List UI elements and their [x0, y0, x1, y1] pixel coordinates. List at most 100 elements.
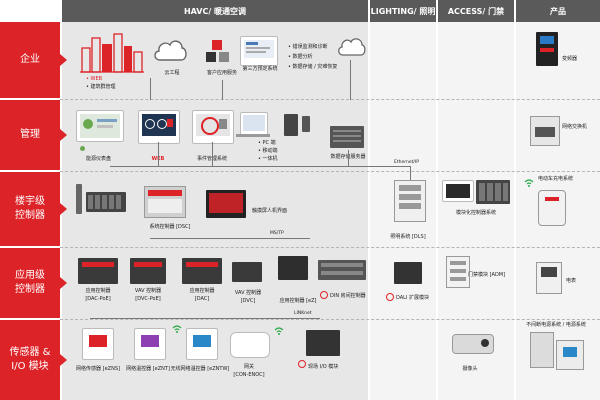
- bullet-diagnosis: • 错误监测和诊断: [288, 44, 328, 50]
- connector: [212, 142, 213, 166]
- bullet-storage: • 数据存储 / 灾难恢复: [288, 64, 338, 70]
- dali-label: DALI 扩展模块: [396, 295, 430, 301]
- row-label-enterprise: 企业: [0, 22, 60, 98]
- magnify-icon: [320, 291, 328, 299]
- connector: [150, 78, 151, 100]
- ezns-sensor: [82, 328, 114, 360]
- ups-label: 不间断电源系统 / 电源系统: [526, 322, 586, 328]
- web-monitor: [138, 110, 180, 144]
- ups-unit: [530, 332, 554, 368]
- hmi-label: 触摸屏人机界面: [252, 208, 288, 214]
- adm-label: 门禁模块 [ADM]: [468, 272, 506, 278]
- connector: [158, 142, 159, 166]
- dsc-module: [76, 184, 82, 214]
- dac-top-label: 应用控制器: [189, 288, 215, 294]
- phone: [302, 116, 310, 132]
- dvc-poe-controller: [130, 258, 166, 284]
- din-label: DIN 房间控制器: [330, 293, 366, 299]
- client-app-label: 客户应用服务: [206, 70, 238, 76]
- pc-label: • PC 端: [258, 140, 276, 146]
- dac-poe-controller: [78, 258, 118, 284]
- dls-label: 照明系统 [DLS]: [390, 234, 426, 240]
- connector: [348, 150, 349, 166]
- dsc-controller: [144, 186, 186, 218]
- cloud-engineering-label: 云工程: [164, 70, 180, 76]
- cloud-icon: [338, 38, 366, 56]
- row-arrow: [60, 203, 67, 215]
- dvc-top-label: VAV 控制器: [234, 290, 262, 296]
- header-havc: HAVC/ 暖通空调: [62, 0, 368, 22]
- gateway-label: [CON-ENOC]: [233, 372, 265, 378]
- ev-charger: [538, 190, 566, 226]
- dac-poe-top-label: 应用控制器: [85, 288, 111, 294]
- magnify-icon: [386, 293, 394, 301]
- laptop: [240, 112, 268, 136]
- energy-dashboard-monitor: [76, 110, 124, 142]
- row-label-management: 管理: [0, 100, 60, 170]
- header-products: 产品: [516, 0, 600, 22]
- ethernet-label: Ethernet/IP: [394, 160, 419, 165]
- leaf-icon: [80, 146, 85, 151]
- dali-module: [394, 262, 422, 284]
- switch-label: 网络交换机: [562, 124, 588, 130]
- eznt-thermostat: [134, 328, 166, 360]
- power-supply: [556, 340, 584, 370]
- dvc-label: [DVC]: [240, 298, 256, 304]
- dsc-module-rack: [86, 192, 126, 212]
- magnify-icon: [298, 360, 306, 368]
- aio-label: • 一体机: [258, 156, 278, 162]
- cubes-icon: [206, 40, 229, 62]
- row-label-application: 应用级 控制器: [0, 248, 60, 318]
- web-label: • WEB: [86, 76, 103, 82]
- linknet-bus: [90, 318, 320, 319]
- row-divider: [60, 171, 600, 172]
- power-meter: [536, 262, 562, 294]
- row-arrow: [60, 54, 67, 66]
- io-label: 现场 I/O 模块: [308, 364, 339, 370]
- wifi-icon: [172, 325, 182, 333]
- ez-controller: [278, 256, 308, 280]
- dvc-poe-top-label: VAV 控制器: [134, 288, 162, 294]
- dvc-poe-label: [DVC-PoE]: [135, 296, 161, 302]
- row-divider: [60, 99, 600, 100]
- mstp-label: MS/TP: [270, 231, 284, 236]
- connector: [410, 166, 411, 180]
- dac-controller: [182, 258, 222, 284]
- building-mgmt-label: • 建筑群管理: [86, 84, 116, 90]
- row-divider: [60, 319, 600, 320]
- dac-label: [DAC]: [194, 296, 210, 302]
- wifi-icon: [524, 179, 534, 187]
- third-party-label: 第三方预定系统: [242, 66, 278, 72]
- ezntw-thermostat: [186, 328, 218, 360]
- network-switch: [530, 116, 560, 146]
- gateway-top-label: 网关: [243, 364, 255, 370]
- ezntw-label: 无线网络温控器 [eZNTW]: [170, 366, 230, 372]
- linknet-label: LINKnet: [294, 311, 312, 316]
- mstp-bus: [150, 238, 310, 239]
- row-arrow: [60, 354, 67, 366]
- ethernet-bus: [110, 166, 410, 167]
- io-module: [306, 330, 340, 356]
- row-arrow: [60, 129, 67, 141]
- row-label-building: 楼宇级 控制器: [0, 172, 60, 246]
- ez-label: 应用控制器 [eZ]: [279, 298, 317, 304]
- dsc-label: 系统控制器 [DSC]: [149, 224, 191, 230]
- dvc-controller: [232, 262, 262, 282]
- eznt-label: 网络温控器 [eZNT]: [126, 366, 170, 372]
- tablet: [284, 114, 298, 136]
- cloud-icon: [154, 40, 187, 61]
- mobile-label: • 移动端: [258, 148, 278, 154]
- storage-server: [330, 126, 364, 148]
- header-lighting: LIGHTING/ 照明: [370, 0, 436, 22]
- row-divider: [60, 247, 600, 248]
- modular-label: 模块化控制器系统: [455, 210, 497, 216]
- camera-label: 摄像头: [462, 366, 478, 372]
- dashboard-label: 能源仪表盘: [86, 156, 112, 162]
- city-buildings-icon: [80, 33, 144, 73]
- dac-poe-label: [DAC-PoE]: [85, 296, 111, 302]
- inverter-device: [536, 32, 558, 66]
- event-monitor: [192, 110, 234, 144]
- meter-label: 电表: [566, 278, 577, 284]
- camera: [452, 334, 494, 354]
- connector: [222, 80, 223, 100]
